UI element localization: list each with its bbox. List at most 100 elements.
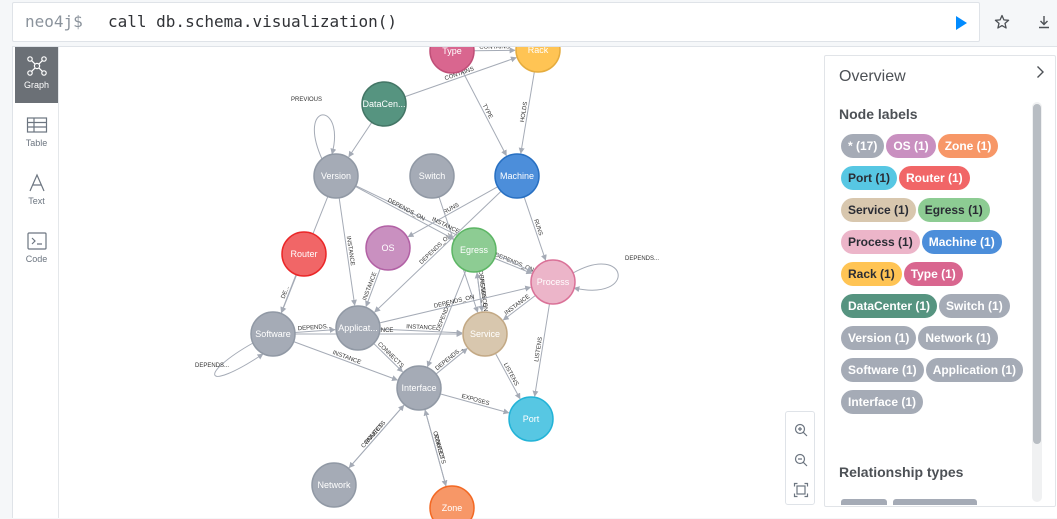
graph-node-label: Version <box>321 171 351 181</box>
overview-panel: Overview Node labels * (17)OS (1)Zone (1… <box>824 55 1056 507</box>
graph-node-application[interactable]: Applicat... <box>336 306 380 350</box>
relationship-edge[interactable] <box>349 122 372 157</box>
graph-node-process[interactable]: Process <box>531 260 575 304</box>
node-label-pill[interactable]: Version (1) <box>841 326 916 350</box>
tab-graph-label: Graph <box>15 80 58 90</box>
node-label-pill[interactable]: Egress (1) <box>918 198 990 222</box>
relationship-edge[interactable]: CONNECTS <box>374 342 405 372</box>
command-prompt: neo4j$ <box>25 12 83 31</box>
graph-node-zone[interactable]: Zone <box>430 486 474 519</box>
relationship-edge[interactable]: ROUTES <box>349 405 404 468</box>
node-label-pill[interactable]: Zone (1) <box>938 134 999 158</box>
relationship-edge[interactable]: DEPENDS... <box>295 324 335 333</box>
relationship-edge[interactable]: INSTANCE <box>339 198 355 305</box>
zoom-out-icon[interactable] <box>793 452 809 468</box>
graph-node-interface[interactable]: Interface <box>397 366 441 410</box>
zoom-in-icon[interactable] <box>793 422 809 438</box>
graph-node-service[interactable]: Service <box>463 312 507 356</box>
relationship-type-pill[interactable] <box>841 499 887 505</box>
overview-scrollbar[interactable] <box>1032 102 1042 502</box>
relationship-edge[interactable]: EXPOSES <box>440 394 509 413</box>
relationship-edge[interactable]: DEPENDS... <box>435 346 468 374</box>
graph-node-label: Software <box>255 329 291 339</box>
relationship-label: INSTANCE <box>431 217 461 236</box>
node-label-pill[interactable]: Process (1) <box>841 230 920 254</box>
graph-node-label: Zone <box>442 503 463 513</box>
graph-node-label: Process <box>537 277 570 287</box>
graph-node-port[interactable]: Port <box>509 397 553 441</box>
node-label-pill[interactable]: Service (1) <box>841 198 916 222</box>
relationship-edge[interactable]: CONNECTS <box>425 410 446 487</box>
node-label-pill[interactable]: Machine (1) <box>922 230 1002 254</box>
node-label-pill[interactable]: Software (1) <box>841 358 924 382</box>
tab-text[interactable]: Text <box>15 165 58 221</box>
node-label-pill[interactable]: Rack (1) <box>841 262 902 286</box>
collapse-chevron-icon[interactable] <box>1033 65 1047 79</box>
graph-node-rack[interactable]: Rack <box>516 47 560 72</box>
graph-node-machine[interactable]: Machine <box>495 154 539 198</box>
node-label-pill[interactable]: Network (1) <box>918 326 997 350</box>
node-label-pill[interactable]: Port (1) <box>841 166 897 190</box>
tab-text-label: Text <box>15 196 58 206</box>
tab-table-label: Table <box>15 138 58 148</box>
node-labels-heading: Node labels <box>839 106 918 122</box>
relationship-edge[interactable]: CONTAINS <box>474 47 515 51</box>
relationship-label: LISTENS <box>502 362 519 387</box>
relationship-edge[interactable]: DEPENDS... <box>573 256 659 290</box>
relationship-edge[interactable]: INSTANCE <box>503 294 535 320</box>
node-label-pill[interactable]: Type (1) <box>904 262 963 286</box>
node-label-pill[interactable]: OS (1) <box>886 134 935 158</box>
relationship-label: DEPENDS... <box>195 363 229 369</box>
node-label-pill[interactable]: Router (1) <box>899 166 970 190</box>
relationship-edge[interactable]: LISTENS <box>534 304 549 397</box>
graph-node-label: Machine <box>500 171 534 181</box>
tab-code-label: Code <box>15 254 58 264</box>
relationship-edge[interactable]: RUNS <box>524 197 546 260</box>
graph-node-egress[interactable]: Egress <box>452 228 496 272</box>
relationship-edge[interactable]: DEPENDS... <box>195 343 263 376</box>
run-icon[interactable] <box>953 15 969 31</box>
relationship-edge[interactable]: TYPE <box>462 71 506 156</box>
relationship-edge[interactable]: PREVIOUS <box>291 97 335 159</box>
tab-graph[interactable]: Graph <box>15 47 58 103</box>
node-label-list: * (17)OS (1)Zone (1) Port (1)Router (1) Se… <box>841 134 1031 422</box>
relationship-label: DEPENDS_ON <box>419 233 453 266</box>
graph-node-label: Service <box>470 329 500 339</box>
node-label-pill[interactable]: Interface (1) <box>841 390 923 414</box>
tab-table[interactable]: Table <box>15 107 58 163</box>
graph-node-network[interactable]: Network <box>312 463 356 507</box>
node-label-pill[interactable]: * (17) <box>841 134 884 158</box>
node-label-pill[interactable]: Switch (1) <box>939 294 1010 318</box>
graph-node-router[interactable]: Router <box>282 232 326 276</box>
relationship-edge[interactable]: LISTENS <box>495 353 520 398</box>
relationship-label: RUNS <box>532 219 543 237</box>
command-query[interactable]: call db.schema.visualization() <box>108 12 397 31</box>
graph-node-software[interactable]: Software <box>251 312 295 356</box>
graph-node-label: Type <box>442 47 462 56</box>
relationship-edge[interactable]: DEPENDS_ON <box>379 287 530 323</box>
node-label-pill[interactable]: DataCenter (1) <box>841 294 937 318</box>
graph-node-label: Interface <box>401 383 436 393</box>
fit-screen-icon[interactable] <box>793 482 809 498</box>
relationship-label: TYPE <box>481 103 494 120</box>
graph-node-label: Applicat... <box>338 323 378 333</box>
tab-code[interactable]: Code <box>15 223 58 279</box>
graph-node-version[interactable]: Version <box>314 154 358 198</box>
relationship-edge[interactable]: HOLDS <box>520 72 534 154</box>
graph-canvas[interactable]: CONTAINSHOLDSTYPECONTAINSPREVIOUSRUNSRUN… <box>59 47 819 519</box>
download-icon[interactable] <box>1036 14 1052 30</box>
relationship-label: ROUTES <box>364 423 385 446</box>
node-label-pill[interactable]: Application (1) <box>926 358 1023 382</box>
scrollbar-thumb[interactable] <box>1033 104 1041 444</box>
relationship-edge[interactable]: INSTANCE <box>362 269 380 307</box>
graph-node-os[interactable]: OS <box>366 226 410 270</box>
graph-node-datacenter[interactable]: DataCen... <box>362 82 406 126</box>
relationship-type-pill[interactable] <box>893 499 977 505</box>
relationship-edge[interactable]: DE... <box>281 275 296 313</box>
relationship-edge[interactable]: INSTANCE <box>477 273 487 312</box>
star-icon[interactable] <box>994 14 1010 30</box>
relationship-label: INSTANCE <box>362 271 378 301</box>
relationship-label: CONNECTS <box>376 342 404 370</box>
graph-node-switch[interactable]: Switch <box>410 154 454 198</box>
command-bar[interactable]: neo4j$ call db.schema.visualization() <box>12 2 980 42</box>
